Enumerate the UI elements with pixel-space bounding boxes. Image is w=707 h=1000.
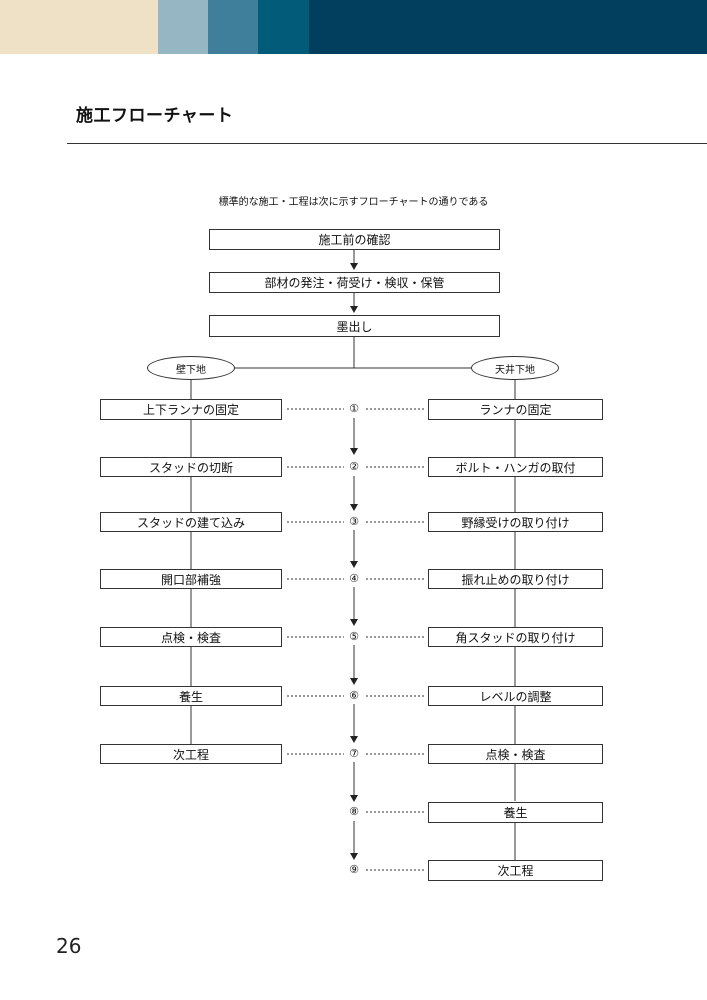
wall-step-3: スタッドの建て込み: [100, 512, 282, 532]
ceiling-step-3: 野縁受けの取り付け: [428, 512, 603, 532]
step-number-3: ③: [344, 514, 364, 530]
page-number: 26: [56, 934, 82, 958]
wall-step-7: 次工程: [100, 744, 282, 764]
step-number-8: ⑧: [344, 804, 364, 820]
wall-step-1: 上下ランナの固定: [100, 399, 282, 420]
ceiling-branch-oval: 天井下地: [471, 356, 559, 380]
ceiling-step-7: 点検・検査: [428, 744, 603, 764]
wall-step-6: 養生: [100, 686, 282, 706]
ceiling-step-8: 養生: [428, 802, 603, 823]
step-number-7: ⑦: [344, 746, 364, 762]
wall-step-4: 開口部補強: [100, 569, 282, 589]
header-band-2: [158, 0, 208, 54]
step-number-1: ①: [344, 401, 364, 417]
step-number-5: ⑤: [344, 629, 364, 645]
step-marking: 墨出し: [209, 315, 500, 337]
step-number-4: ④: [344, 571, 364, 587]
ceiling-step-4: 振れ止めの取り付け: [428, 569, 603, 589]
header-band-5: [309, 0, 707, 54]
header-band-1: [0, 0, 158, 54]
intro-text: 標準的な施工・工程は次に示すフローチャートの通りである: [218, 197, 489, 208]
step-number-2: ②: [344, 459, 364, 475]
page-title: 施工フローチャート: [76, 106, 234, 126]
ceiling-step-9: 次工程: [428, 860, 603, 881]
header-band-4: [258, 0, 309, 54]
header-band-3: [208, 0, 258, 54]
ceiling-step-2: ボルト・ハンガの取付: [428, 457, 603, 477]
ceiling-step-1: ランナの固定: [428, 399, 603, 420]
wall-branch-oval: 壁下地: [147, 356, 235, 380]
ceiling-step-6: レベルの調整: [428, 686, 603, 706]
wall-step-2: スタッドの切断: [100, 457, 282, 477]
title-rule: [67, 143, 707, 144]
step-pre-construction-check: 施工前の確認: [209, 229, 500, 250]
step-number-6: ⑥: [344, 688, 364, 704]
ceiling-step-5: 角スタッドの取り付け: [428, 627, 603, 647]
wall-step-5: 点検・検査: [100, 627, 282, 647]
step-material-order: 部材の発注・荷受け・検収・保管: [209, 272, 500, 293]
step-number-9: ⑨: [344, 862, 364, 878]
